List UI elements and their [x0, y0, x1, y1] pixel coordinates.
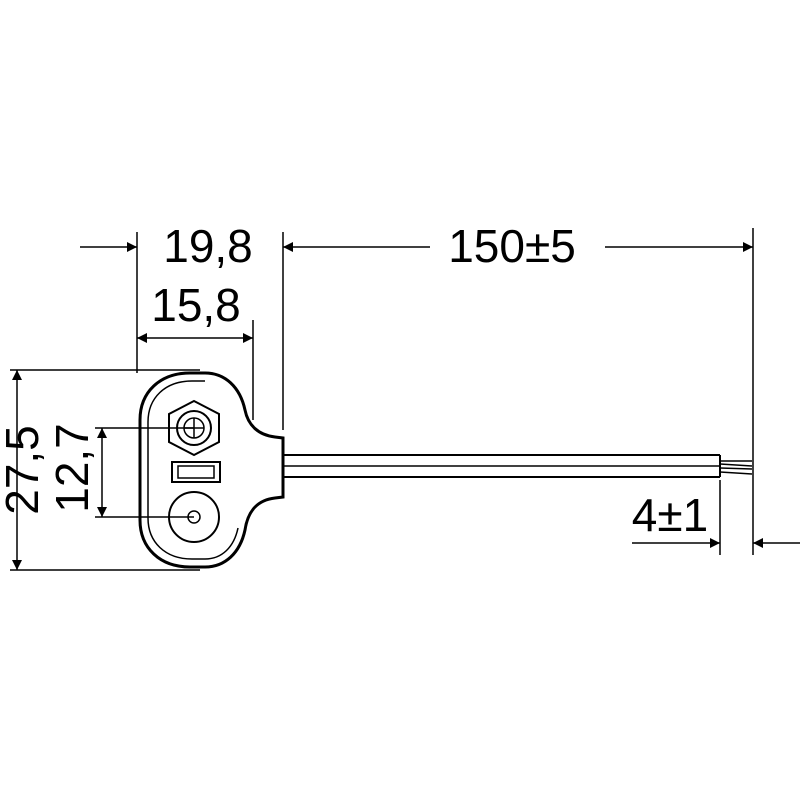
dim-slot-width: 15,8 [137, 279, 253, 343]
dim-strip-length: 4±1 [632, 489, 800, 548]
dim-label-12-7: 12,7 [46, 423, 98, 513]
dim-key-length: 19,8 [80, 220, 253, 272]
center-slot [171, 461, 221, 483]
dim-label-4: 4±1 [632, 489, 708, 541]
cable [283, 454, 753, 478]
dim-label-19-8: 19,8 [163, 220, 253, 272]
dim-contact-spacing: 12,7 [46, 423, 107, 517]
dim-label-150: 150±5 [448, 220, 576, 272]
connector-body [138, 371, 285, 569]
dim-cable-length: 150±5 [283, 220, 753, 272]
dim-label-15-8: 15,8 [151, 279, 241, 331]
dim-label-27-5: 27,5 [0, 425, 48, 515]
dim-body-height: 27,5 [0, 370, 48, 570]
